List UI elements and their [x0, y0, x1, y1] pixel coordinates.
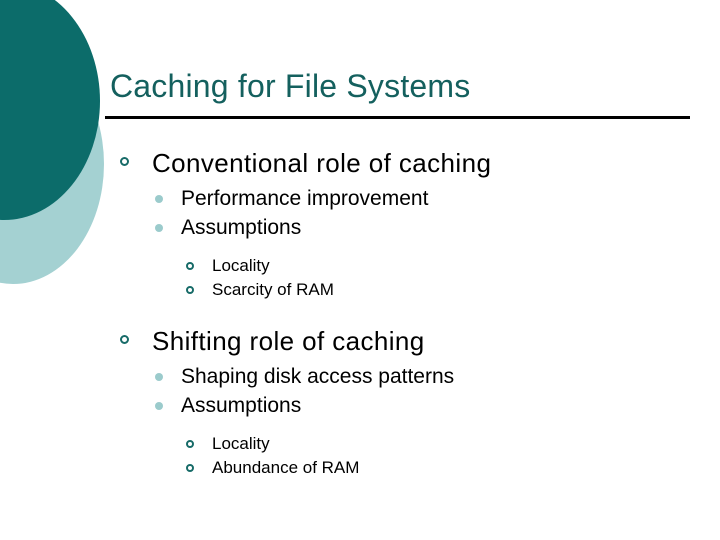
sub-list-item-label: Locality	[212, 434, 270, 453]
slide-body: Conventional role of caching Performance…	[0, 146, 720, 480]
section-heading: Shifting role of caching	[0, 324, 720, 358]
sub-list-item-label: Locality	[212, 256, 270, 275]
title-underline-rule	[105, 116, 690, 119]
list-item: Assumptions	[0, 213, 720, 242]
hollow-circle-bullet-icon	[120, 157, 129, 166]
list-item: Performance improvement	[0, 184, 720, 213]
hollow-circle-bullet-icon	[120, 335, 129, 344]
small-hollow-circle-bullet-icon	[186, 440, 194, 448]
sub-list-item-label: Scarcity of RAM	[212, 280, 334, 299]
small-hollow-circle-bullet-icon	[186, 286, 194, 294]
small-hollow-circle-bullet-icon	[186, 464, 194, 472]
spacer	[0, 242, 720, 254]
list-item: Assumptions	[0, 391, 720, 420]
filled-dot-bullet-icon	[155, 224, 163, 232]
list-item-label: Assumptions	[181, 216, 302, 239]
list-item-label: Assumptions	[181, 394, 302, 417]
list-item-label: Shaping disk access patterns	[181, 365, 455, 388]
spacer	[0, 302, 720, 324]
slide-title: Caching for File Systems	[110, 68, 471, 104]
filled-dot-bullet-icon	[155, 402, 163, 410]
filled-dot-bullet-icon	[155, 195, 163, 203]
sub-list-item: Locality	[0, 432, 720, 456]
filled-dot-bullet-icon	[155, 373, 163, 381]
list-item: Shaping disk access patterns	[0, 362, 720, 391]
sub-list-item: Scarcity of RAM	[0, 278, 720, 302]
sub-list-item: Abundance of RAM	[0, 456, 720, 480]
section-heading: Conventional role of caching	[0, 146, 720, 180]
sub-list-item: Locality	[0, 254, 720, 278]
section-heading-label: Shifting role of caching	[152, 326, 425, 356]
list-item-label: Performance improvement	[181, 187, 429, 210]
spacer	[0, 420, 720, 432]
section-heading-label: Conventional role of caching	[152, 148, 492, 178]
small-hollow-circle-bullet-icon	[186, 262, 194, 270]
sub-list-item-label: Abundance of RAM	[212, 458, 360, 477]
